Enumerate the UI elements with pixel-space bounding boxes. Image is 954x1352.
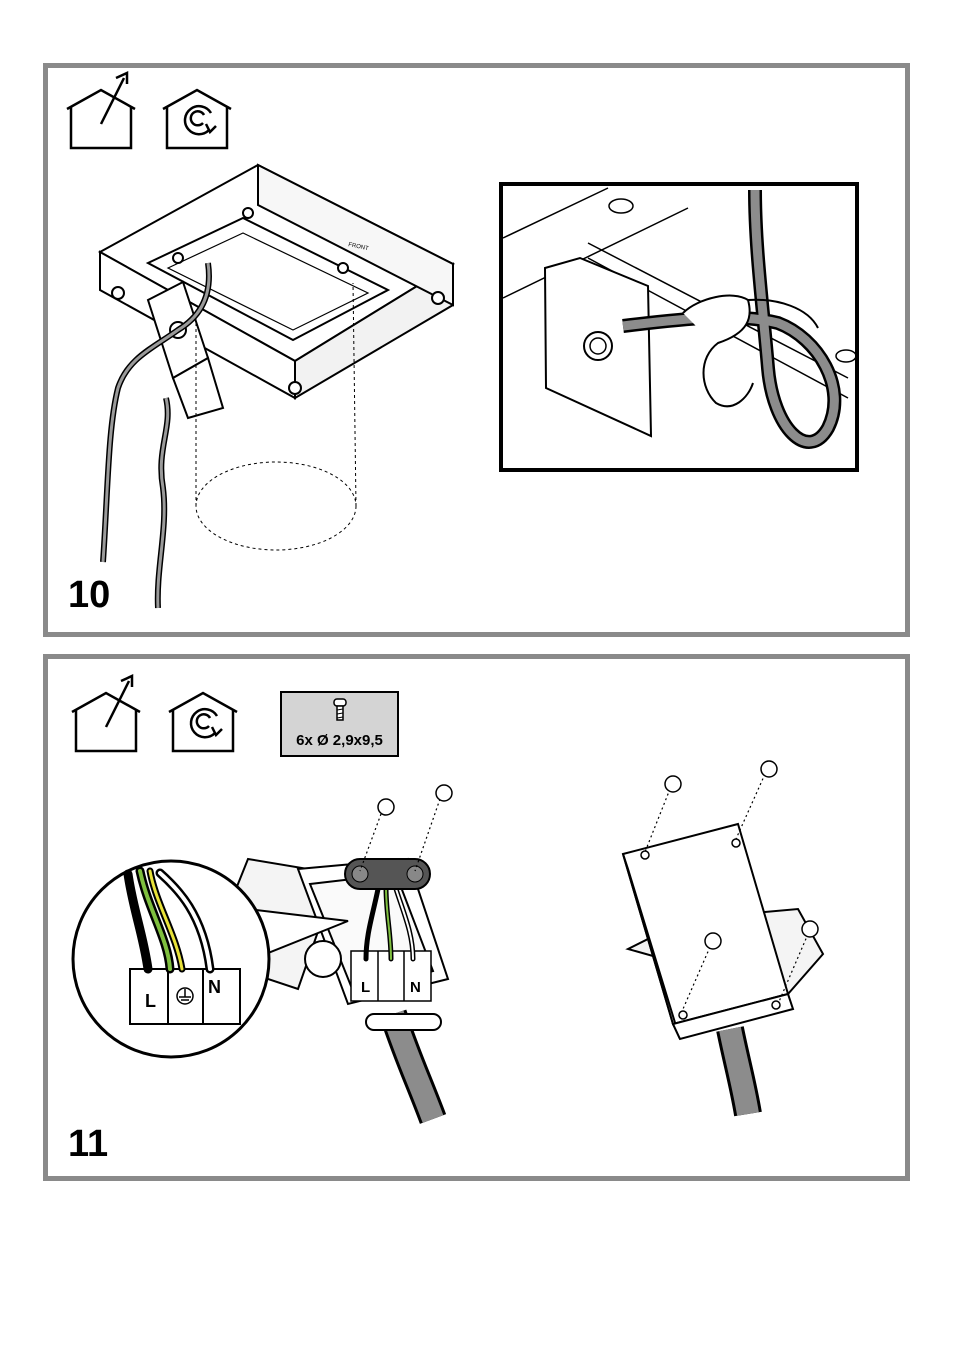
terminal-label-neutral: N	[410, 979, 421, 996]
recirculation-mode-icon	[163, 90, 231, 148]
recirculation-mode-icon	[169, 693, 237, 751]
step-10-illustration: FRONT	[48, 68, 905, 632]
screw-spec-box: 6x Ø 2,9x9,5	[280, 691, 399, 757]
closed-junction-box-drawing	[623, 824, 823, 1039]
top-clamp	[345, 859, 430, 889]
hood-box-drawing	[100, 165, 453, 398]
terminal-label-live: L	[361, 979, 370, 996]
ducted-mode-icon	[72, 676, 140, 751]
detail-inset	[501, 184, 857, 470]
step-11-illustration: L N	[48, 659, 905, 1176]
step-number: 10	[68, 574, 110, 617]
magnified-label-neutral: N	[208, 977, 221, 997]
step-10-panel: FRONT	[43, 63, 910, 637]
ducted-mode-icon	[67, 73, 135, 148]
magnified-label-live: L	[145, 991, 156, 1011]
cable-clamp	[366, 1014, 441, 1030]
screw-icon	[378, 785, 452, 815]
step-11-panel: L N	[43, 654, 910, 1181]
screw-spec-label: 6x Ø 2,9x9,5	[282, 732, 397, 749]
step-number: 11	[68, 1123, 108, 1166]
